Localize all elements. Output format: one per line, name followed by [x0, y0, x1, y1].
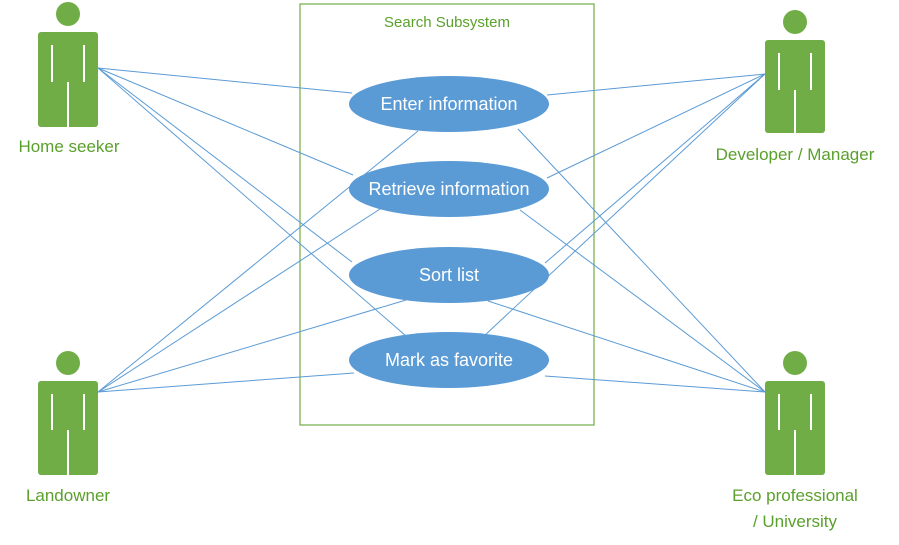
actor-label-line-1: Eco professional	[732, 486, 858, 505]
association-line	[544, 375, 766, 393]
association-line	[97, 67, 407, 337]
association-line	[487, 300, 766, 393]
use-case-label: Mark as favorite	[385, 350, 513, 370]
actor-label: Home seeker	[18, 137, 119, 156]
use-case-enter-information[interactable]: Enter information	[349, 76, 549, 132]
use-case-label: Retrieve information	[368, 179, 529, 199]
use-case-retrieve-information[interactable]: Retrieve information	[349, 161, 549, 217]
system-boundary	[299, 3, 595, 426]
actor-label-line-2: / University	[753, 512, 838, 531]
association-line	[483, 73, 766, 337]
association-line	[546, 73, 766, 96]
association-line	[97, 208, 381, 393]
association-line	[97, 67, 353, 94]
actor-developer-manager[interactable]: Developer / Manager	[716, 10, 875, 164]
association-line	[97, 372, 355, 393]
association-line	[544, 73, 766, 264]
actor-eco-professional[interactable]: Eco professional / University	[732, 351, 858, 531]
system-title: Search Subsystem	[384, 14, 510, 31]
actor-label: Developer / Manager	[716, 145, 875, 164]
association-line	[97, 67, 354, 176]
actor-landowner[interactable]: Landowner	[26, 351, 110, 505]
actor-label: Landowner	[26, 486, 110, 505]
association-line	[519, 209, 766, 393]
use-case-mark-as-favorite[interactable]: Mark as favorite	[349, 332, 549, 388]
association-line	[517, 128, 766, 393]
association-line	[97, 299, 407, 393]
association-line	[97, 67, 353, 263]
use-case-label: Sort list	[419, 265, 479, 285]
use-case-label: Enter information	[380, 94, 517, 114]
actor-home-seeker[interactable]: Home seeker	[18, 2, 120, 156]
use-case-sort-list[interactable]: Sort list	[349, 247, 549, 303]
association-line	[546, 73, 766, 179]
